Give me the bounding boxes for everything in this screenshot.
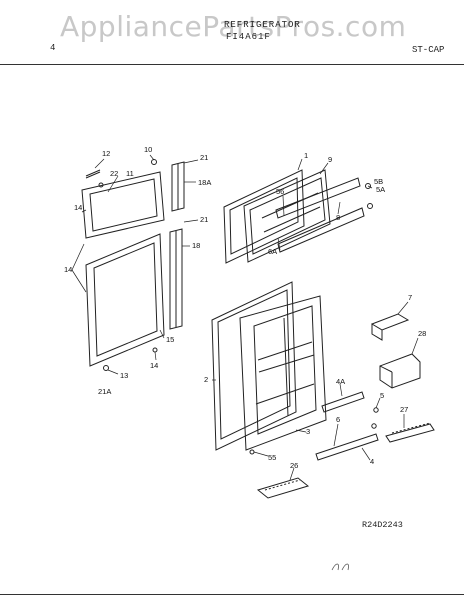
freezer-shelves: [275, 177, 365, 253]
shelf-bin: [379, 353, 421, 389]
part-label: 28: [418, 329, 426, 338]
fresh-food-door-liner: [239, 295, 327, 451]
part-label: 26: [290, 461, 298, 470]
handwritten-mark: [331, 563, 349, 571]
part-label: 13: [120, 371, 128, 380]
part-label: 14: [150, 361, 158, 370]
dairy-door: [370, 313, 410, 341]
fresh-food-door-panel: [85, 233, 165, 367]
part-labels: 12 10 22 11 21 18A 21 18 14 14 15 14 13 …: [64, 145, 426, 470]
part-label: 4: [370, 457, 374, 466]
part-label: 55: [268, 453, 276, 462]
part-label: 1: [304, 151, 308, 160]
freezer-gasket: [223, 169, 305, 264]
part-label: 5: [380, 391, 384, 400]
part-label: 22: [110, 169, 118, 178]
part-label: 2: [204, 375, 208, 384]
door-bar-lower: [315, 433, 379, 461]
header-model: FI4A61F: [226, 32, 271, 42]
ice-tray: [256, 477, 310, 499]
part-label: 56: [276, 187, 284, 196]
part-label: 12: [102, 149, 110, 158]
part-label: 14: [64, 265, 72, 274]
door-bar-upper: [321, 391, 365, 413]
part-label: 18: [192, 241, 200, 250]
footer-rule: [0, 594, 464, 595]
part-label: 5A: [376, 185, 385, 194]
part-label: 11: [126, 169, 134, 178]
part-label: 7: [408, 293, 412, 302]
freezer-door-liner: [243, 169, 331, 263]
lower-handle: [169, 228, 183, 330]
part-label: 15: [166, 335, 174, 344]
part-label: 21A: [98, 387, 111, 396]
header-code: ST-CAP: [412, 45, 445, 55]
egg-tray: [385, 422, 435, 443]
part-label: 27: [400, 405, 408, 414]
part-label: 6A: [268, 247, 277, 256]
part-label: 8: [336, 213, 340, 222]
diagram-reference-code: R24D2243: [362, 520, 403, 530]
page-number: 4: [50, 43, 56, 53]
hinge-hardware: [85, 159, 379, 455]
part-label: 4A: [336, 377, 345, 386]
part-label: 5B: [374, 177, 383, 186]
part-label: 18A: [198, 178, 211, 187]
freezer-door-panel: [81, 171, 165, 239]
part-label: 10: [144, 145, 152, 154]
leader-lines: [71, 154, 419, 481]
part-label: 14: [74, 203, 82, 212]
header-rule: [0, 64, 464, 65]
part-label: 6: [336, 415, 340, 424]
upper-handle: [171, 161, 185, 212]
part-label: 21: [200, 215, 208, 224]
fresh-food-gasket: [211, 281, 297, 451]
watermark: AppliancePartsPros.com: [60, 10, 407, 43]
part-label: 9: [328, 155, 332, 164]
part-label: 21: [200, 153, 208, 162]
part-label: 3: [306, 427, 310, 436]
header-title: REFRIGERATOR: [224, 20, 301, 30]
